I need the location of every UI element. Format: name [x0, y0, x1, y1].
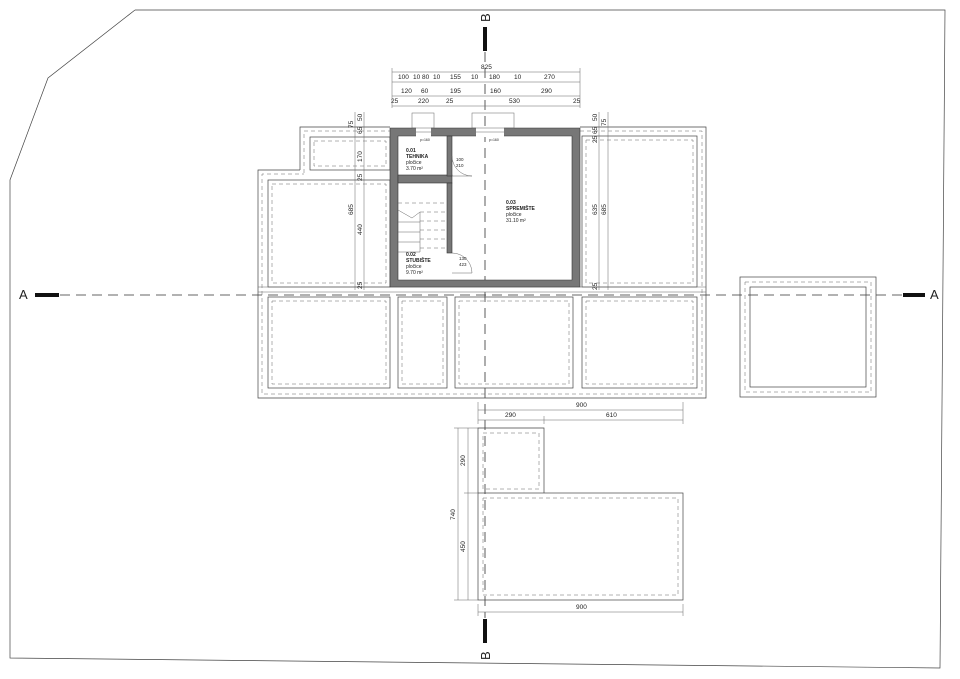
- stairs: [397, 202, 447, 253]
- svg-text:180: 180: [489, 74, 500, 81]
- svg-text:290: 290: [460, 455, 467, 466]
- section-b-label-top: B: [478, 13, 493, 22]
- room-spremiste: 0.03 SPREMIŠTE pločice 31.10 m²: [506, 200, 536, 224]
- svg-text:25: 25: [357, 173, 364, 181]
- building-walls: [389, 112, 581, 288]
- svg-text:635: 635: [592, 204, 599, 215]
- svg-text:685: 685: [601, 204, 608, 215]
- svg-text:60: 60: [421, 88, 429, 95]
- svg-text:120: 120: [401, 88, 412, 95]
- svg-text:100: 100: [456, 157, 464, 162]
- svg-text:0.03: 0.03: [506, 200, 516, 206]
- svg-text:440: 440: [357, 224, 364, 235]
- svg-text:290: 290: [505, 412, 516, 419]
- svg-text:25: 25: [391, 98, 399, 105]
- svg-text:825: 825: [481, 64, 492, 71]
- svg-text:170: 170: [357, 151, 364, 162]
- room-stubiste: 0.02 STUBIŠTE pločice 9.70 m²: [406, 252, 431, 276]
- svg-text:50: 50: [592, 113, 599, 121]
- section-b-marker-bottom: [483, 619, 487, 643]
- window-label: p=160: [489, 138, 499, 142]
- svg-text:210: 210: [456, 163, 464, 168]
- svg-text:685: 685: [348, 204, 355, 215]
- svg-text:25: 25: [357, 281, 364, 289]
- svg-text:50: 50: [357, 113, 364, 121]
- svg-text:900: 900: [576, 402, 587, 409]
- svg-text:0.01: 0.01: [406, 148, 416, 154]
- svg-text:130: 130: [459, 256, 467, 261]
- svg-text:423: 423: [459, 262, 467, 267]
- svg-text:25: 25: [592, 282, 599, 290]
- svg-text:75: 75: [348, 120, 355, 128]
- svg-text:450: 450: [460, 541, 467, 552]
- svg-text:SPREMIŠTE: SPREMIŠTE: [506, 204, 536, 212]
- svg-text:25: 25: [573, 98, 581, 105]
- section-a-marker-left: [35, 293, 59, 297]
- svg-text:290: 290: [541, 88, 552, 95]
- svg-text:25: 25: [592, 135, 599, 143]
- right-dimensions: 50 65 75 25 635 685 25: [592, 112, 609, 290]
- section-b-label-bottom: B: [478, 651, 493, 660]
- svg-text:900: 900: [576, 604, 587, 611]
- window-label: p=160: [420, 138, 430, 142]
- svg-text:pločice: pločice: [506, 212, 522, 218]
- svg-text:220: 220: [418, 98, 429, 105]
- svg-text:155: 155: [450, 74, 461, 81]
- room-tehnika: 0.01 TEHNIKA pločice 3.70 m²: [406, 148, 429, 172]
- left-dimensions: 75 65 50 170 25 685 440 25: [348, 112, 365, 290]
- section-b-marker-top: [483, 27, 487, 51]
- svg-text:740: 740: [450, 509, 457, 520]
- svg-text:530: 530: [509, 98, 520, 105]
- svg-text:0.02: 0.02: [406, 252, 416, 258]
- svg-text:65: 65: [357, 126, 364, 134]
- svg-text:10: 10: [514, 74, 522, 81]
- svg-text:10: 10: [471, 74, 479, 81]
- svg-text:STUBIŠTE: STUBIŠTE: [406, 256, 431, 264]
- svg-text:195: 195: [450, 88, 461, 95]
- svg-text:65: 65: [592, 126, 599, 134]
- door-tehnika: 100 210: [451, 155, 473, 177]
- svg-text:100: 100: [398, 74, 409, 81]
- site-boundary: [9, 9, 946, 669]
- svg-text:75: 75: [601, 118, 608, 126]
- detached-foundation: [739, 276, 877, 398]
- svg-text:3.70 m²: 3.70 m²: [406, 166, 423, 172]
- svg-text:10: 10: [413, 74, 421, 81]
- section-a-label-right: A: [930, 287, 939, 302]
- lower-foundation: [477, 427, 684, 601]
- svg-text:80: 80: [422, 74, 430, 81]
- svg-text:TEHNIKA: TEHNIKA: [406, 154, 429, 160]
- svg-text:610: 610: [606, 412, 617, 419]
- svg-text:160: 160: [490, 88, 501, 95]
- bottom-dimensions: 900 290 610 740 290 450 900: [450, 402, 684, 616]
- svg-text:9.70 m²: 9.70 m²: [406, 270, 423, 276]
- svg-text:pločice: pločice: [406, 160, 422, 166]
- svg-text:pločice: pločice: [406, 264, 422, 270]
- foundation-outline: [257, 126, 707, 399]
- top-dimensions: 825 100 10 80 10 155 10 180 10 270 120 6…: [391, 64, 581, 108]
- svg-text:31.10 m²: 31.10 m²: [506, 218, 526, 224]
- section-a-label-left: A: [19, 287, 28, 302]
- svg-text:25: 25: [446, 98, 454, 105]
- section-a-marker-right: [903, 293, 925, 297]
- svg-text:10: 10: [433, 74, 441, 81]
- svg-text:270: 270: [544, 74, 555, 81]
- door-stubiste: 130 423: [451, 252, 473, 274]
